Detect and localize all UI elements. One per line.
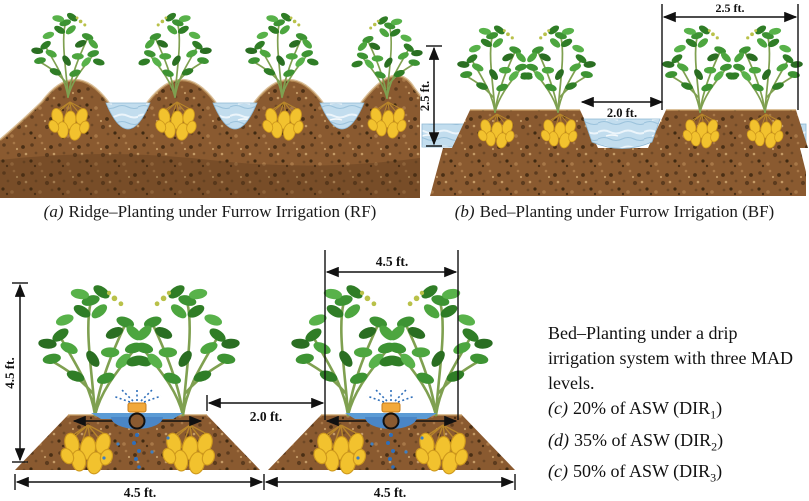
description-line: irrigation system with three MAD <box>548 348 793 368</box>
mad-level-text: 35% of ASW (DIR <box>574 429 712 450</box>
mad-level-item: (d)35% of ASW (DIR2) <box>548 428 809 460</box>
mad-level-suffix: ) <box>716 398 723 418</box>
potato-plant-icon <box>377 281 495 417</box>
mad-level-letter: (c) <box>548 461 568 482</box>
potato-plant-icon <box>725 22 804 113</box>
mad-level-suffix: ) <box>717 429 724 450</box>
dir-furrow-dimension: 2.0 ft. <box>206 395 325 424</box>
dir-height-label: 4.5 ft. <box>2 357 17 388</box>
dir-top-width-label: 4.5 ft. <box>376 254 409 269</box>
caption-rf-letter: (a) <box>43 202 64 221</box>
mad-level-item: (c)20% of ASW (DIR1) <box>548 396 809 428</box>
dir-bottom-right-label: 4.5 ft. <box>374 485 407 500</box>
bf-furrow-label: 2.0 ft. <box>607 106 637 120</box>
mad-level-letter: (d) <box>548 429 569 450</box>
rf-subsoil-shade <box>0 154 420 198</box>
potato-plant-icon <box>518 22 597 113</box>
dir-soil-moisture-drops <box>102 436 424 460</box>
caption-bf-letter: (b) <box>454 202 475 221</box>
dir-height-dimension: 4.5 ft. <box>2 282 28 463</box>
potato-plant-icon <box>289 281 407 417</box>
caption-bf: (b)Bed–Planting under Furrow Irrigation … <box>420 202 809 222</box>
mad-level-letter: (c) <box>548 398 568 418</box>
potato-plant-icon <box>124 281 242 417</box>
panel-bf: 2.5 ft. 2.5 ft. 2.0 ft. <box>418 1 808 196</box>
potato-plant-icon <box>661 22 740 113</box>
mad-level-subscript: 3 <box>710 470 717 485</box>
bf-furrow-water <box>583 118 661 149</box>
bf-furrow-dimension: 2.0 ft. <box>580 96 664 120</box>
dir-bottom-dimension: 4.5 ft. 4.5 ft. <box>14 474 516 500</box>
caption-rf: (a)Ridge–Planting under Furrow Irrigatio… <box>0 202 420 222</box>
mad-level-item: (c)50% of ASW (DIR3) <box>548 459 809 491</box>
dir-bottom-left-label: 4.5 ft. <box>124 485 157 500</box>
bf-base-soil <box>430 148 806 196</box>
caption-rf-text: Ridge–Planting under Furrow Irrigation (… <box>68 202 377 221</box>
dir-furrow-label: 2.0 ft. <box>250 409 283 424</box>
mad-level-text: 20% of ASW (DIR <box>572 398 711 418</box>
bf-height-dimension: 2.5 ft. <box>418 45 442 147</box>
rf-ridged-soil <box>0 75 420 198</box>
rf-furrow-water <box>105 102 365 130</box>
panel-dir: 4.5 ft. 4.5 ft. 2.0 ft. 4.5 ft. 4.5 ft. <box>2 250 516 500</box>
description-line: Bed–Planting under a drip <box>548 323 738 343</box>
mad-level-subscript: 1 <box>710 407 717 422</box>
bf-bed-left <box>452 110 598 148</box>
potato-plant-icon <box>456 22 535 113</box>
mad-level-suffix: ) <box>716 461 723 482</box>
bf-top-width-label: 2.5 ft. <box>716 1 745 15</box>
dir-top-width-dimension: 4.5 ft. <box>324 250 459 420</box>
mad-level-text: 50% of ASW (DIR <box>572 461 711 482</box>
description-line: levels. <box>548 373 595 393</box>
panel-rf <box>0 10 424 198</box>
bf-height-label: 2.5 ft. <box>418 81 432 111</box>
caption-bf-text: Bed–Planting under Furrow Irrigation (BF… <box>479 202 775 221</box>
bf-top-width-dimension: 2.5 ft. <box>661 1 799 110</box>
potato-plant-icon <box>36 281 154 417</box>
mad-level-subscript: 2 <box>711 439 718 454</box>
drip-description: Bed–Planting under a drip irrigation sys… <box>548 321 809 491</box>
bf-bed-right <box>648 110 808 148</box>
